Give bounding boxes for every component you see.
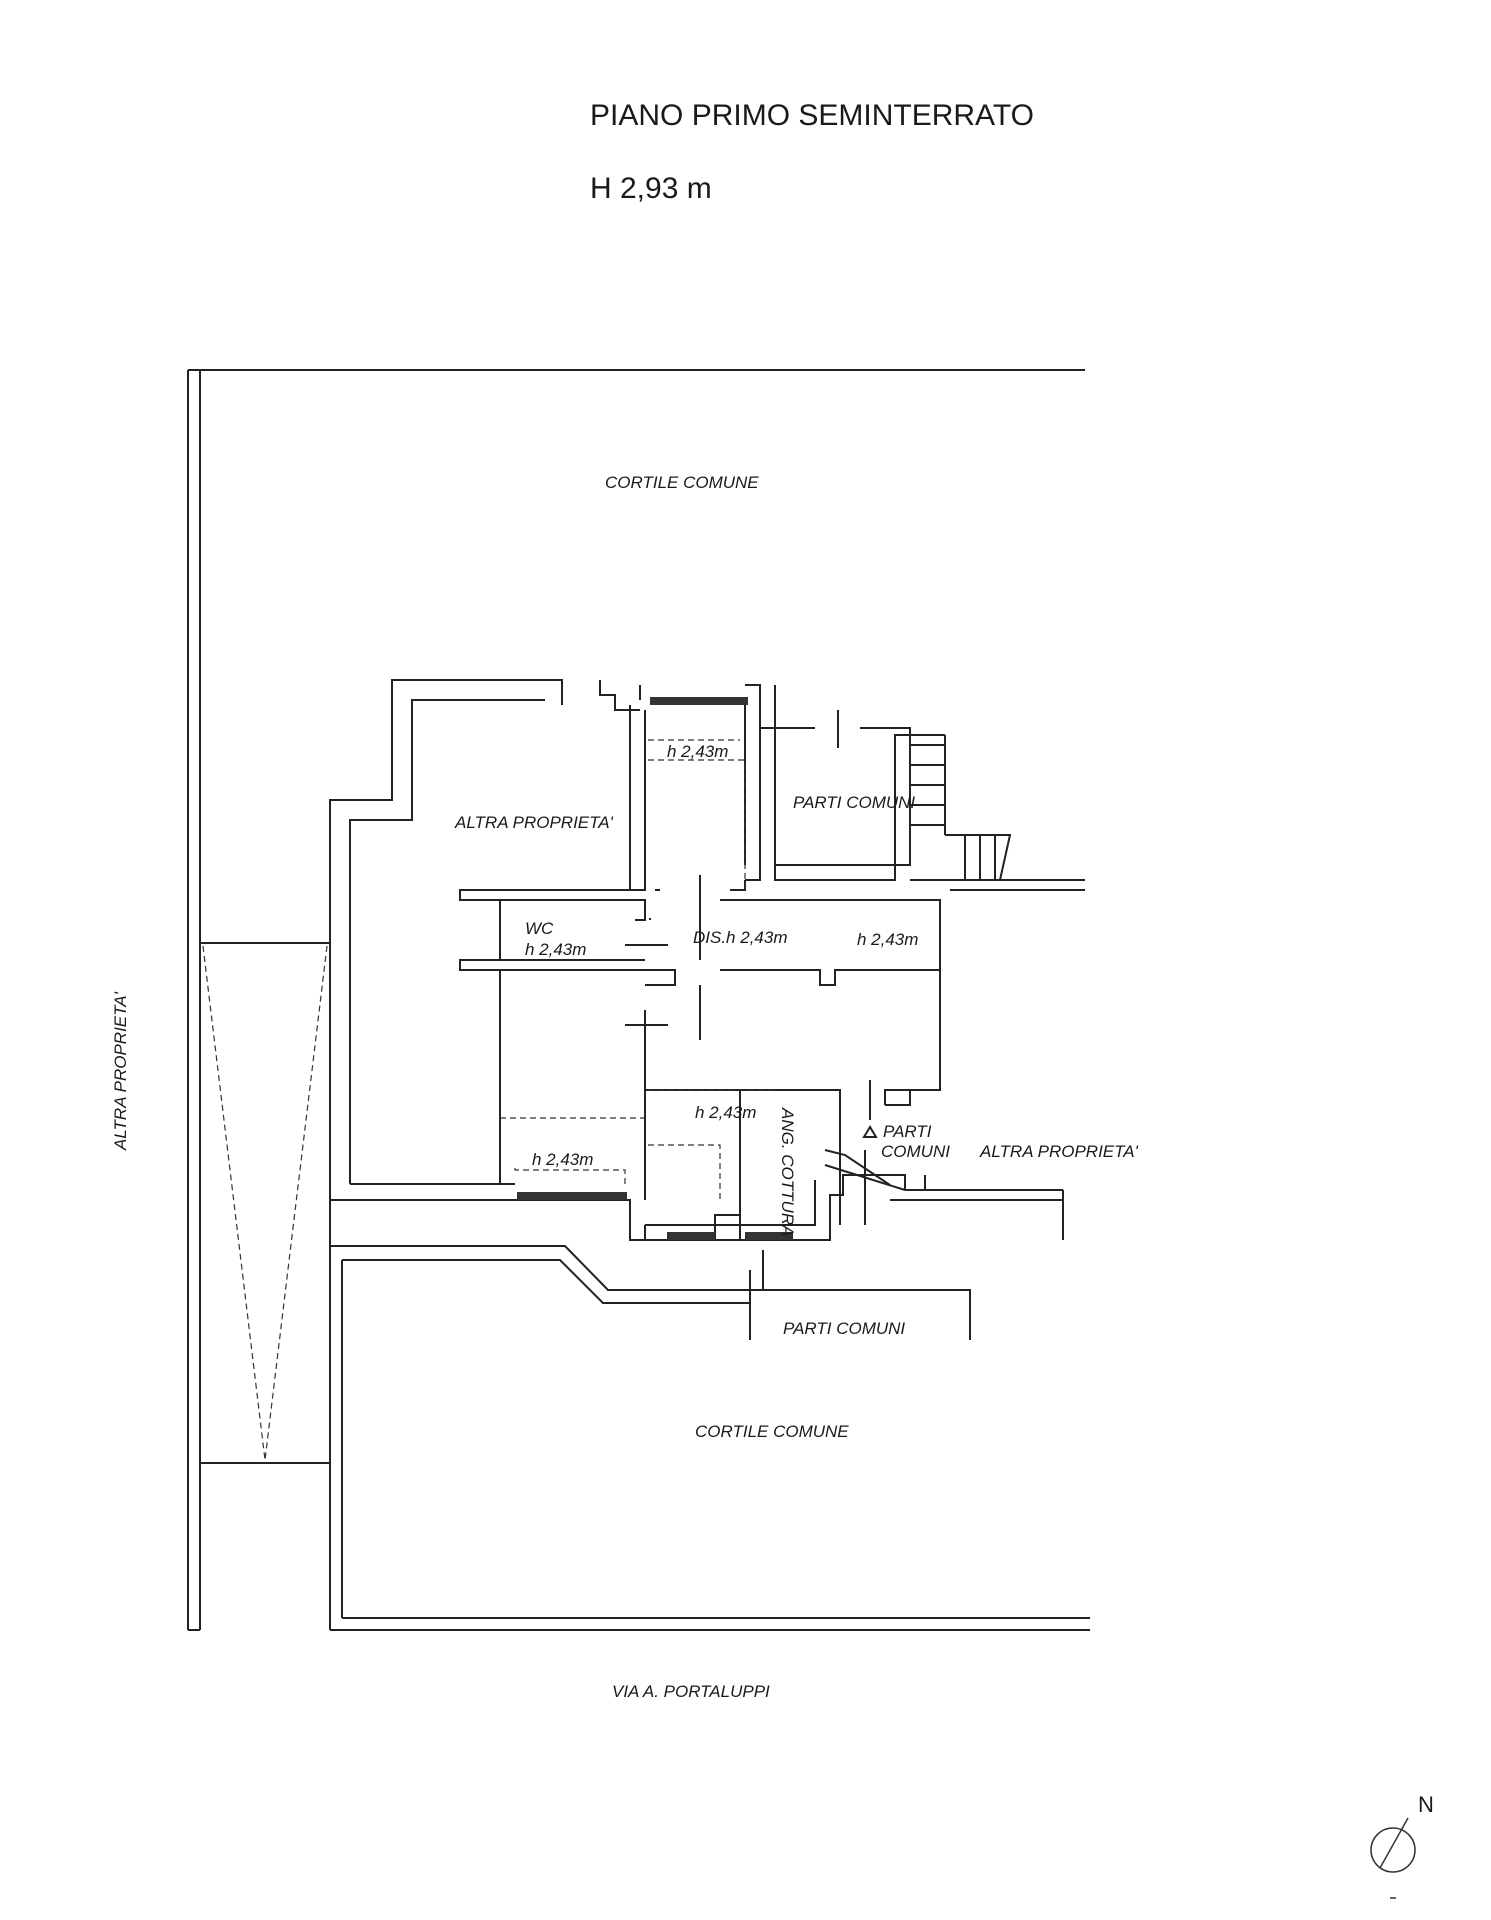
- label-parti-comuni-bottom: PARTI COMUNI: [783, 1319, 905, 1338]
- label-ang-cottura: ANG. COTTURA: [778, 1107, 797, 1236]
- interior-walls: [459, 705, 941, 1240]
- label-altra-proprieta-left: ALTRA PROPRIETA': [111, 991, 130, 1151]
- label-parti-comuni-mid-2: COMUNI: [881, 1142, 950, 1161]
- window-top: [650, 697, 748, 705]
- lower-courtyard: [329, 1200, 1090, 1631]
- label-wc: WC: [525, 919, 554, 938]
- label-cortile-top: CORTILE COMUNE: [605, 473, 759, 492]
- dashed-zones: [500, 739, 780, 1200]
- window-kitchen-2: [745, 1232, 793, 1240]
- label-parti-comuni-mid-1: PARTI: [883, 1122, 932, 1141]
- label-dis: DIS.h 2,43m: [693, 928, 788, 947]
- label-room-right-height: h 2,43m: [857, 930, 918, 949]
- label-room-top-height: h 2,43m: [667, 742, 728, 761]
- label-altra-proprieta-right: ALTRA PROPRIETA': [979, 1142, 1139, 1161]
- common-room-top: [760, 685, 1085, 891]
- window-kitchen-1: [667, 1232, 715, 1240]
- label-wc-height: h 2,43m: [525, 940, 586, 959]
- building-walls: [329, 679, 1064, 1241]
- label-cortile-bottom: CORTILE COMUNE: [695, 1422, 849, 1441]
- north-label: N: [1418, 1792, 1434, 1817]
- window-left: [517, 1192, 627, 1200]
- label-room-kitchen-height: h 2,43m: [695, 1103, 756, 1122]
- label-altra-proprieta-room: ALTRA PROPRIETA': [454, 813, 614, 832]
- left-ramp: [202, 945, 328, 1461]
- floor-height: H 2,93 m: [590, 172, 712, 205]
- site-boundary: [187, 369, 1085, 1631]
- label-room-left-height: h 2,43m: [532, 1150, 593, 1169]
- north-arrow-icon: [1370, 1817, 1416, 1899]
- label-parti-comuni-top: PARTI COMUNI: [793, 793, 915, 812]
- stairs: [910, 735, 1012, 881]
- plan-title: PIANO PRIMO SEMINTERRATO: [590, 99, 1034, 132]
- up-arrow-icon: [862, 1125, 878, 1138]
- label-street: VIA A. PORTALUPPI: [612, 1682, 770, 1701]
